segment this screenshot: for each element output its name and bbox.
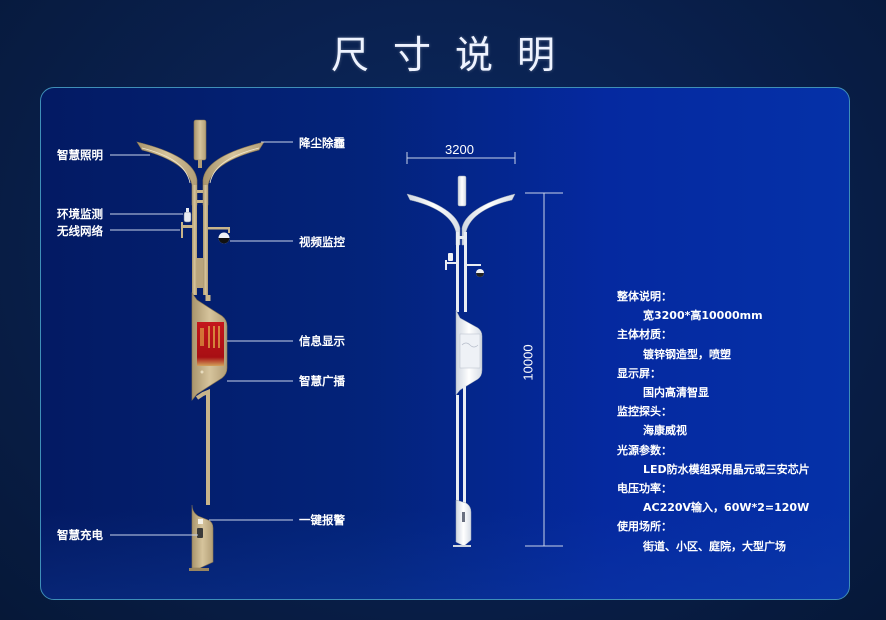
spec-value: AC220V输入，60W*2=120W — [643, 501, 810, 515]
height-dimension-label: 10000 — [520, 344, 536, 381]
spec-list: 整体说明： 宽3200*高10000mm 主体材质： 镀锌钢造型，喷塑 显示屏：… — [617, 287, 810, 556]
spec-heading: 使用场所： — [617, 520, 672, 534]
page-title: 尺寸说明 — [330, 33, 579, 77]
label-environment-monitoring: 环境监测 — [57, 207, 103, 221]
label-smart-broadcast: 智慧广播 — [299, 374, 345, 388]
spec-heading: 光源参数： — [617, 443, 672, 457]
spec-value: 国内高清智显 — [643, 386, 709, 400]
spec-heading: 整体说明： — [617, 290, 672, 303]
label-one-key-alarm: 一键报警 — [299, 513, 345, 527]
spec-heading: 显示屏： — [617, 366, 661, 380]
leader-lines-left — [110, 141, 293, 536]
spec-value: LED防水模组采用晶元或三安芯片 — [643, 462, 810, 476]
dimension-lines — [406, 152, 563, 547]
spec-value: 海康威视 — [643, 424, 687, 438]
spec-value: 镀锌钢造型，喷塑 — [643, 347, 731, 361]
label-info-display: 信息显示 — [299, 334, 345, 348]
label-smart-lighting: 智慧照明 — [57, 148, 103, 162]
spec-value: 街道、小区、庭院，大型广场 — [643, 539, 786, 553]
spec-heading: 电压功率： — [617, 482, 672, 496]
label-dust-removal: 降尘除霾 — [299, 136, 345, 150]
smart-pole-white — [406, 175, 516, 547]
width-dimension-label: 3200 — [445, 142, 474, 157]
smart-pole-gold — [136, 119, 265, 571]
label-video-surveillance: 视频监控 — [299, 235, 345, 249]
label-smart-charging: 智慧充电 — [57, 528, 103, 542]
spec-value: 宽3200*高10000mm — [643, 309, 763, 323]
spec-heading: 主体材质： — [617, 328, 672, 342]
content-panel — [40, 87, 850, 600]
spec-heading: 监控探头： — [617, 405, 672, 419]
label-wireless-network: 无线网络 — [57, 224, 103, 238]
